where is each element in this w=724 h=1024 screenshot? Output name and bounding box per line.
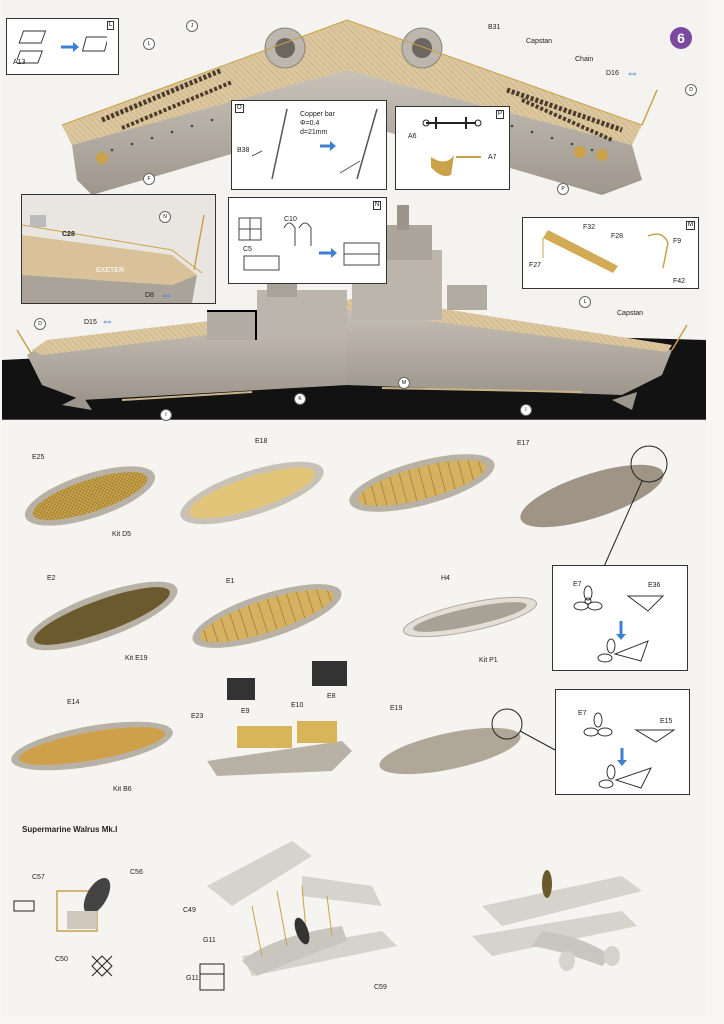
label-kit-p1: Kit P1 xyxy=(479,657,498,664)
callout-i-left: I xyxy=(160,409,172,421)
inset-copper-bar: O Copper bar Φ=0.4 d=21mm B38 xyxy=(231,100,387,190)
label-c57: C57 xyxy=(32,874,45,881)
label-g11-a: G11 xyxy=(203,937,216,944)
double-arrow-d15: ⇔ xyxy=(101,313,114,328)
label-copper-len: d=21mm xyxy=(300,129,328,136)
label-prop1-e36: E36 xyxy=(648,582,661,589)
inset-tag-l: L xyxy=(107,21,115,30)
inset-a13: L A13 xyxy=(6,18,119,75)
label-b31: B31 xyxy=(488,24,501,31)
inset-tag-m: M xyxy=(686,221,695,230)
label-e14: E14 xyxy=(67,699,80,706)
inset-ladders: M F32 F28 F9 F27 F42 xyxy=(522,217,699,289)
walrus-illustration xyxy=(2,816,706,1016)
label-a6: A6 xyxy=(408,133,417,140)
callout-m: M xyxy=(398,377,410,389)
label-kit-e19: Kit E19 xyxy=(125,655,148,662)
label-h4: H4 xyxy=(441,575,450,582)
label-f42: F42 xyxy=(673,278,686,285)
callout-l-top: L xyxy=(143,38,155,50)
label-copper-bar: Copper bar xyxy=(300,111,336,118)
label-e23: E23 xyxy=(191,713,204,720)
inset-propeller-1: E7 E36 xyxy=(552,565,688,671)
walrus-title: Supermarine Walrus Mk.I xyxy=(22,825,118,834)
label-e19: E19 xyxy=(390,705,403,712)
label-f28: F28 xyxy=(611,233,624,240)
label-e10: E10 xyxy=(291,702,304,709)
inset-tag-n: N xyxy=(373,201,382,210)
inset-railings: N C10 C5 xyxy=(228,197,387,284)
label-e17: E17 xyxy=(517,440,530,447)
label-f32: F32 xyxy=(583,224,596,231)
label-capstan-top: Capstan xyxy=(526,38,553,45)
label-c56: C56 xyxy=(130,869,143,876)
inset-propeller-2: E7 E15 xyxy=(555,689,690,795)
label-e25: E25 xyxy=(32,454,45,461)
label-kit-d5: Kit D5 xyxy=(112,531,132,538)
label-d15: D15 xyxy=(84,319,97,326)
callout-n: N xyxy=(159,211,171,223)
label-prop1-e7: E7 xyxy=(573,581,582,588)
label-c10: C10 xyxy=(284,216,297,223)
label-g11-b: G11 xyxy=(186,975,199,982)
callout-j: J xyxy=(186,20,198,32)
page-number-badge: 6 xyxy=(670,27,692,49)
callout-i-right: I xyxy=(520,404,532,416)
label-b38: B38 xyxy=(237,147,250,154)
label-f27: F27 xyxy=(529,262,542,269)
double-arrow-d16: ⇔ xyxy=(626,65,639,80)
label-e8: E8 xyxy=(327,693,336,700)
ship-photo-section: 6 L A13 L J B31 Capstan Chain D16 ⇔ D F … xyxy=(2,0,706,421)
callout-d-left: D xyxy=(34,318,46,330)
label-e2: E2 xyxy=(47,575,56,582)
callout-l-bottom: L xyxy=(579,296,591,308)
label-d8: D8 xyxy=(145,292,154,299)
ship-photo-illustration xyxy=(2,0,706,420)
double-arrow-d8: ⇔ xyxy=(160,287,173,302)
label-d16: D16 xyxy=(606,70,619,77)
label-c28: C28 xyxy=(62,231,75,238)
label-e9: E9 xyxy=(241,708,250,715)
label-e18: E18 xyxy=(255,438,268,445)
label-prop2-e15: E15 xyxy=(660,718,673,725)
label-a13: A13 xyxy=(13,59,26,66)
label-c59: C59 xyxy=(374,984,387,991)
label-c50: C50 xyxy=(55,956,68,963)
label-a7: A7 xyxy=(488,154,497,161)
callout-d-top: D xyxy=(685,84,697,96)
inset-tag-o: O xyxy=(235,104,244,113)
inset-tag-p: P xyxy=(496,110,505,119)
label-exeter: EXETER xyxy=(96,267,125,274)
boats-section: E25 Kit D5 E18 E17 E2 Kit E19 E1 H4 Kit … xyxy=(2,421,706,816)
walrus-section: Supermarine Walrus Mk.I C57 C56 C50 C49 … xyxy=(2,816,706,1016)
label-chain: Chain xyxy=(575,56,594,63)
label-copper-dia: Φ=0.4 xyxy=(300,120,320,127)
label-prop2-e7: E7 xyxy=(578,710,587,717)
label-c5: C5 xyxy=(243,246,252,253)
callout-f-left: F xyxy=(143,173,155,185)
callout-p-right: P xyxy=(557,183,569,195)
inset-anchor: P A6 A7 xyxy=(395,106,510,190)
label-kit-b6: Kit B6 xyxy=(113,786,132,793)
label-f9: F9 xyxy=(673,238,682,245)
label-e1: E1 xyxy=(226,578,235,585)
callout-k: K xyxy=(294,393,306,405)
label-capstan-bottom: Capstan xyxy=(617,310,644,317)
label-c49: C49 xyxy=(183,907,196,914)
inset-bow-c28: N C28 EXETER D8 ⇔ xyxy=(21,194,216,304)
